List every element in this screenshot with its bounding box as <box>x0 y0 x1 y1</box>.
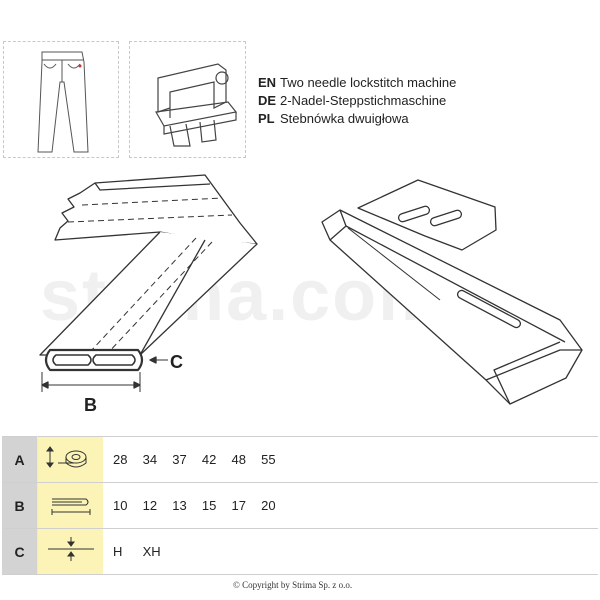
table-value: 55 <box>261 452 276 467</box>
language-text: Stebnówka dwuigłowa <box>280 111 409 126</box>
jeans-icon <box>37 51 89 153</box>
thickness-icon <box>37 528 103 575</box>
row-key: C <box>2 528 38 575</box>
table-value: 28 <box>113 452 128 467</box>
folded-tape-drawing <box>39 174 258 392</box>
table-value: 13 <box>172 498 187 513</box>
table-value: XH <box>142 544 161 559</box>
table-value: H <box>113 544 123 559</box>
language-code: PL <box>258 111 275 126</box>
table-value: 20 <box>261 498 276 513</box>
table-row-c: C H XH <box>2 528 598 575</box>
language-code: DE <box>258 93 277 108</box>
jeans-thumbnail <box>3 41 119 158</box>
folded-width-icon <box>37 482 103 529</box>
table-value: 12 <box>142 498 158 513</box>
sewing-machine-icon <box>155 63 238 147</box>
table-value: 10 <box>113 498 128 513</box>
size-table: A 28 34 37 42 48 55 B <box>2 436 598 575</box>
table-value: 42 <box>201 452 217 467</box>
table-row-b: B 10 12 13 15 17 20 <box>2 482 598 529</box>
language-text: Two needle lockstitch machine <box>280 75 457 90</box>
sewing-machine-thumbnail <box>129 41 246 158</box>
table-value: 48 <box>231 452 246 467</box>
table-row-a: A 28 34 37 42 48 55 <box>2 436 598 483</box>
table-value: 34 <box>142 452 158 467</box>
dimension-label-b: B <box>84 395 97 415</box>
language-text: 2-Nadel-Steppstichmaschine <box>280 93 447 108</box>
binder-diagram <box>39 174 583 405</box>
binder-attachment-drawing <box>321 179 583 405</box>
table-value: 15 <box>201 498 217 513</box>
row-key: B <box>2 482 38 529</box>
dimension-label-c: C <box>170 352 183 372</box>
language-line-pl: PL Stebnówka dwuigłowa <box>258 111 409 127</box>
row-values: 10 12 13 15 17 20 <box>103 482 598 529</box>
row-values: H XH <box>103 528 598 575</box>
tape-width-icon <box>37 436 103 483</box>
language-code: EN <box>258 75 277 90</box>
row-key: A <box>2 436 38 483</box>
table-value: 17 <box>231 498 246 513</box>
row-values: 28 34 37 42 48 55 <box>103 436 598 483</box>
copyright-notice: © Copyright by Strima Sp. z o.o. <box>233 580 353 590</box>
table-value: 37 <box>172 452 187 467</box>
